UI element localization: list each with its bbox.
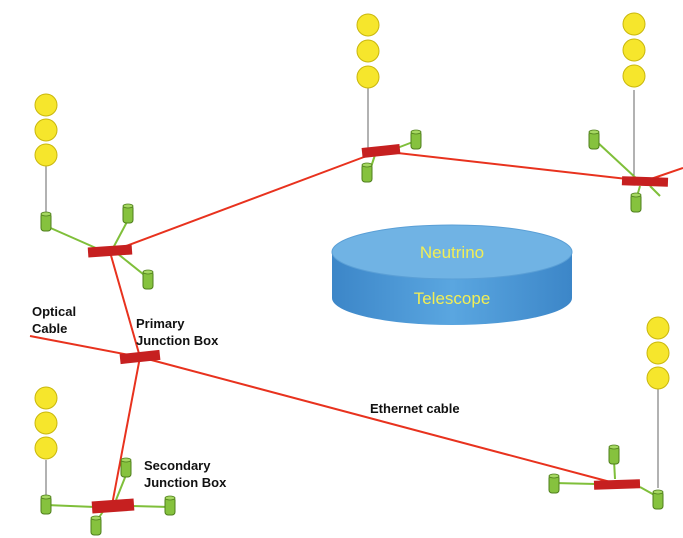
telescope-top	[331, 224, 573, 280]
sensor-sphere	[646, 316, 670, 340]
junction-box-secondary	[91, 498, 135, 514]
junction-box-bottom-right	[593, 479, 641, 490]
optical-module	[410, 129, 422, 150]
sensor-sphere	[622, 38, 646, 62]
optical-module	[630, 192, 642, 213]
optical-module	[40, 494, 52, 515]
sensor-sphere	[34, 436, 58, 460]
ethernet-cable-label: Ethernet cable	[370, 401, 460, 416]
sensor-sphere	[34, 93, 58, 117]
detector-cluster-bottom-right	[548, 316, 670, 510]
detector-cluster-left	[34, 93, 154, 290]
sensor-sphere	[34, 411, 58, 435]
cable-center-to-right	[379, 150, 646, 182]
detector-cluster-secondary	[34, 386, 176, 536]
sensor-sphere	[622, 64, 646, 88]
sensor-sphere	[34, 143, 58, 167]
optical-cable-label-line1: Optical	[32, 304, 76, 319]
optical-module	[142, 269, 154, 290]
optical-module	[652, 489, 664, 510]
secondary-junction-box-label-line1: Secondary	[144, 458, 211, 473]
telescope-label-line2: Telescope	[414, 289, 491, 308]
optical-cable-line	[29, 335, 141, 358]
optical-module	[548, 473, 560, 494]
sensor-sphere	[356, 65, 380, 89]
optical-module	[122, 203, 134, 224]
optical-module	[164, 495, 176, 516]
cable-primary-to-secondary	[111, 356, 141, 506]
optical-module	[90, 515, 102, 536]
secondary-junction-box-label-line2: Junction Box	[144, 475, 227, 490]
optical-module	[588, 129, 600, 150]
neutrino-telescope: Neutrino Telescope	[331, 224, 573, 325]
sensor-sphere	[622, 12, 646, 36]
optical-module	[608, 444, 620, 465]
detector-cluster-center	[356, 13, 422, 183]
detector-cluster-right	[588, 12, 669, 213]
sensor-sphere	[646, 341, 670, 365]
cable-network	[29, 150, 683, 506]
optical-module	[361, 162, 373, 183]
sensor-sphere	[356, 39, 380, 63]
sensor-sphere	[34, 118, 58, 142]
primary-junction-box-label-line2: Junction Box	[136, 333, 219, 348]
junction-box-center	[361, 144, 401, 158]
optical-cable-label-line2: Cable	[32, 321, 67, 336]
sensor-sphere	[34, 386, 58, 410]
optical-module	[40, 211, 52, 232]
cable-primary-to-jb-left	[109, 251, 141, 358]
cable-left-to-center	[109, 150, 381, 253]
junction-box-primary	[119, 349, 161, 365]
sensor-sphere	[356, 13, 380, 37]
sensor-sphere	[646, 366, 670, 390]
junction-box-right	[621, 176, 669, 187]
telescope-label-line1: Neutrino	[420, 243, 484, 262]
optical-module	[120, 457, 132, 478]
junction-box-left	[87, 244, 133, 258]
ethernet-cable-line	[139, 356, 619, 485]
primary-junction-box-label-line1: Primary	[136, 316, 185, 331]
